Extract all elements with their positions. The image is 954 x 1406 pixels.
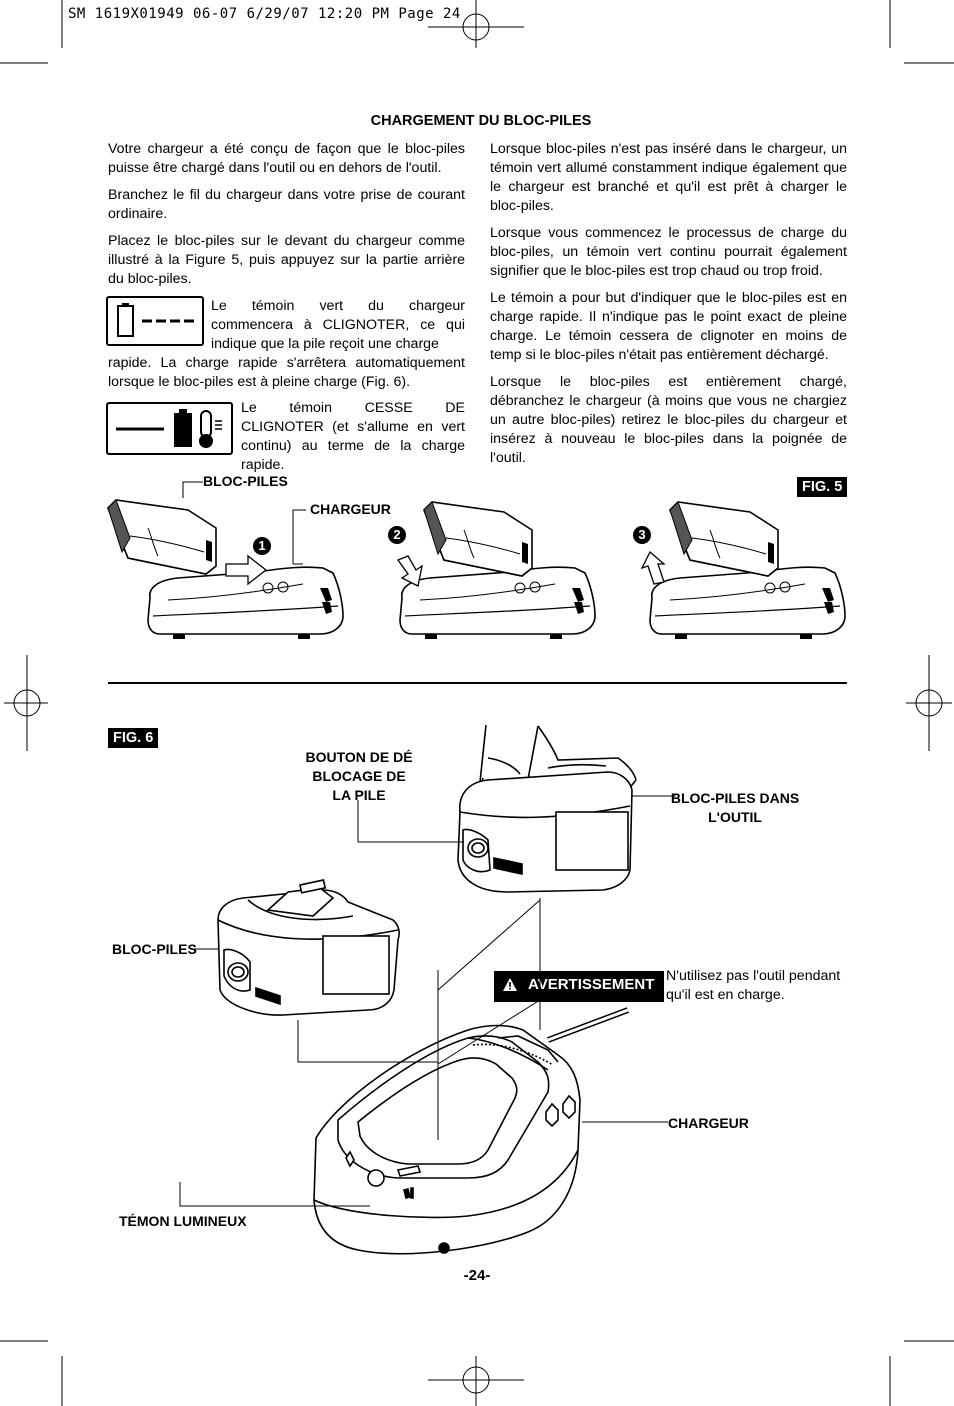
label-release-button: BOUTON DE DÉ BLOCAGE DE LA PILE <box>300 748 418 805</box>
fig5-tag: FIG. 5 <box>797 477 848 497</box>
left-column: Votre chargeur a été conçu de façon que … <box>108 140 465 297</box>
warning-label: AVERTISSEMENT <box>528 976 655 993</box>
label-line: L'OUTIL <box>708 809 762 825</box>
fig5-label-bloc-piles: BLOC-PILES <box>203 473 288 489</box>
flashing-indicator-icon <box>106 296 204 346</box>
warning-line: qu'il est en charge. <box>666 987 785 1003</box>
label-charger: CHARGEUR <box>668 1115 749 1131</box>
fig6-tag: FIG. 6 <box>108 728 159 748</box>
warning-text: N'utilisez pas l'outil pendant qu'il est… <box>666 967 840 1005</box>
paragraph: Branchez le fil du chargeur dans votre p… <box>108 187 465 222</box>
label-line: BLOCAGE DE <box>312 768 406 784</box>
label-battery-pack: BLOC-PILES <box>112 941 197 957</box>
charger-base <box>313 1007 630 1255</box>
warning-icon <box>502 974 518 1002</box>
warning-line: N'utilisez pas l'outil pendant <box>666 968 841 984</box>
section-divider <box>108 682 847 684</box>
paragraph: Placez le bloc-piles sur le devant du ch… <box>108 233 465 287</box>
label-line: BLOC-PILES DANS <box>670 790 800 806</box>
paragraph: Votre chargeur a été conçu de façon que … <box>108 141 465 176</box>
printer-slug: SM 1619X01949 06-07 6/29/07 12:20 PM Pag… <box>68 6 461 22</box>
fig5-illustration <box>107 481 846 640</box>
label-line: BOUTON DE DÉ <box>305 749 413 765</box>
fig5-label-chargeur: CHARGEUR <box>310 501 391 517</box>
page-number: -24- <box>463 1267 491 1284</box>
steady-indicator-icon <box>106 402 233 455</box>
paragraph: Lorsque vous commencez le processus de c… <box>490 225 847 279</box>
fast-charge-description: rapide. La charge rapide s'arrêtera auto… <box>108 355 465 390</box>
paragraph: Lorsque le bloc-piles est entièrement ch… <box>490 374 847 466</box>
loose-battery-pack <box>217 879 400 1016</box>
tool-with-pack <box>457 724 637 893</box>
label-indicator-light: TÉMON LUMINEUX <box>119 1213 247 1229</box>
paragraph: Lorsque bloc-piles n'est pas inséré dans… <box>490 141 847 214</box>
section-title: CHARGEMENT DU BLOC-PILES <box>370 113 592 129</box>
label-pack-in-tool: BLOC-PILES DANS L'OUTIL <box>670 789 800 827</box>
paragraph: Le témoin a pour but d'indiquer que le b… <box>490 290 847 363</box>
flash-description: Le témoin vert du chargeur commencera à … <box>211 298 465 352</box>
fig6-illustration <box>179 724 676 1255</box>
right-column: Lorsque bloc-piles n'est pas inséré dans… <box>490 140 847 476</box>
warning-badge: AVERTISSEMENT <box>494 971 665 1002</box>
step-2-badge: 2 <box>388 526 406 544</box>
step-3-badge: 3 <box>633 526 651 544</box>
label-line: LA PILE <box>332 787 386 803</box>
step-1-badge: 1 <box>253 537 271 555</box>
steady-description: Le témoin CESSE DE CLIGNOTER (et s'allum… <box>241 400 465 473</box>
